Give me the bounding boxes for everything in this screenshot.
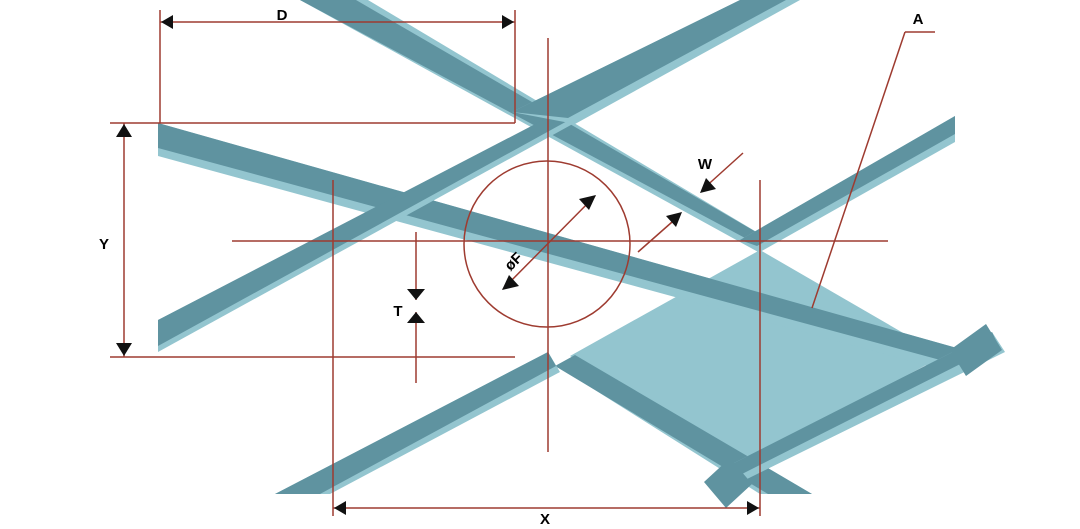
inscribed-circle-f: [463, 160, 631, 328]
d-arrow-left: [161, 15, 173, 29]
label-x: X: [540, 511, 550, 528]
strand-asc-3: [740, 116, 955, 246]
f-arrow-lower: [502, 275, 519, 290]
strand-asc-4: [275, 352, 556, 494]
label-d: D: [277, 7, 288, 24]
t-arrow-down: [407, 289, 425, 300]
x-arrow-right: [747, 501, 759, 515]
y-arrow-top: [116, 124, 132, 137]
strand-end-right: [950, 324, 1002, 376]
d-arrow-right: [502, 15, 514, 29]
label-w: W: [698, 156, 713, 173]
dimension-lines: [110, 10, 935, 516]
strand-asc-1: [158, 106, 580, 346]
arrowheads: [116, 15, 759, 515]
t-arrow-up: [407, 312, 425, 323]
strand-end-bottom: [704, 458, 752, 508]
f-diameter-line: [502, 195, 596, 290]
w-arrow-lower: [666, 212, 682, 227]
w-arrow-upper: [700, 178, 716, 193]
label-t: T: [393, 303, 402, 320]
strand-asc-2: [512, 0, 786, 118]
label-y: Y: [99, 236, 109, 253]
f-arrow-upper: [579, 195, 596, 210]
strand-asc-5: [730, 332, 998, 474]
label-a: A: [913, 11, 924, 28]
mesh-strands: [158, 0, 1005, 508]
x-arrow-left: [334, 501, 346, 515]
strand-desc-2: [158, 123, 964, 364]
a-leader-line: [811, 31, 906, 309]
y-arrow-bottom: [116, 343, 132, 356]
strand-desc-1: [300, 0, 770, 246]
